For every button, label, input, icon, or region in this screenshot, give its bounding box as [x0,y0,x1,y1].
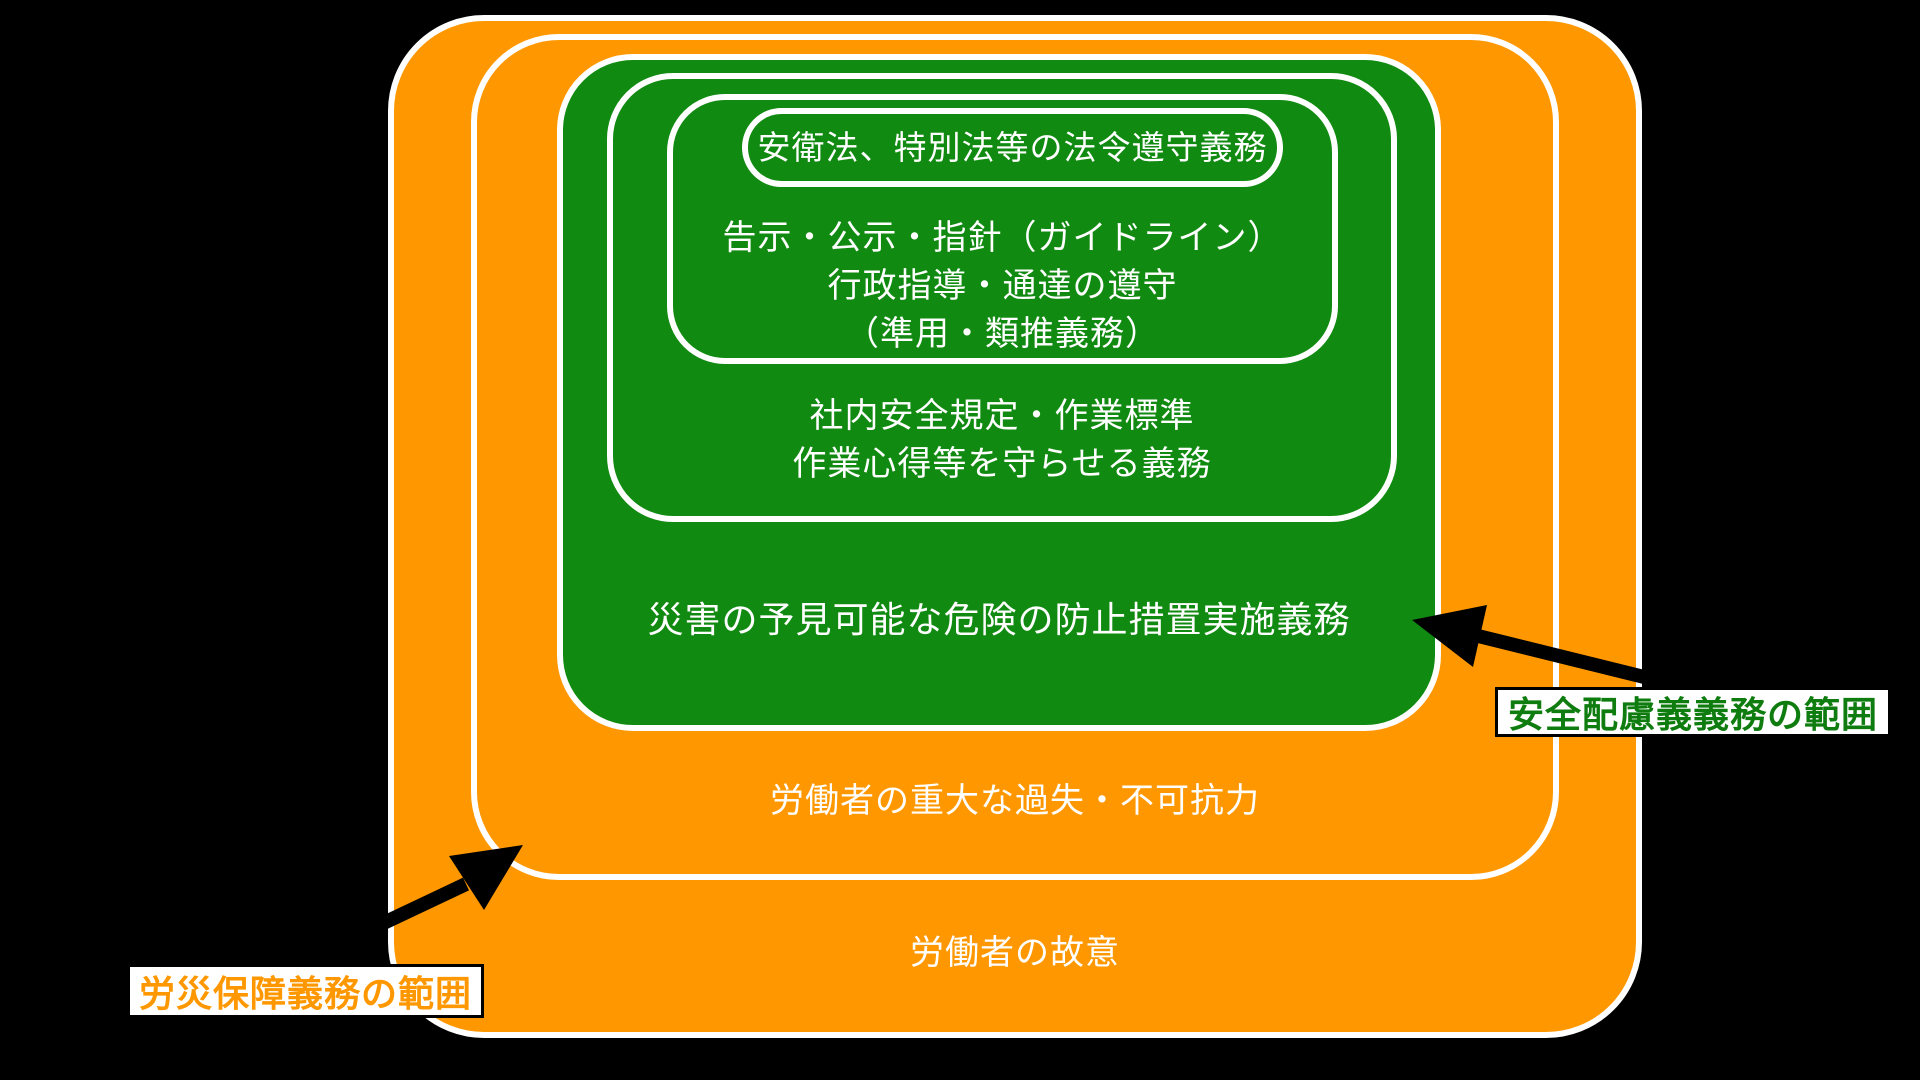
gross-negligence-label: 労働者の重大な過失・不可抗力 [770,782,1260,820]
rosai-arrow-dotted-tail [298,934,358,964]
internal-rules-line-2: 作業心得等を守らせる義務 [792,445,1212,483]
hazard-prevention-label: 災害の予見可能な危険の防止措置実施義務 [647,599,1351,640]
internal-rules-text-block: 社内安全規定・作業標準 作業心得等を守らせる義務 [607,392,1397,488]
guidelines-line-2: 行政指導・通達の遵守 [827,267,1178,305]
worker-intent-label: 労働者の故意 [910,934,1120,972]
law-compliance-label: 安衛法、特別法等の法令遵守義務 [757,128,1268,166]
guidelines-line-1: 告示・公示・指針（ガイドライン） [722,219,1283,257]
pill-law-compliance: 安衛法、特別法等の法令遵守義務 [742,108,1283,187]
internal-rules-line-1: 社内安全規定・作業標準 [809,397,1195,435]
guidelines-line-3: （準用・類推義務） [845,315,1160,353]
callout-workers-compensation-scope: 労災保障義務の範囲 [127,964,484,1018]
guidelines-text-block: 告示・公示・指針（ガイドライン） 行政指導・通達の遵守 （準用・類推義務） [667,214,1338,358]
callout-safety-consideration-scope: 安全配慮義義務の範囲 [1495,687,1891,737]
